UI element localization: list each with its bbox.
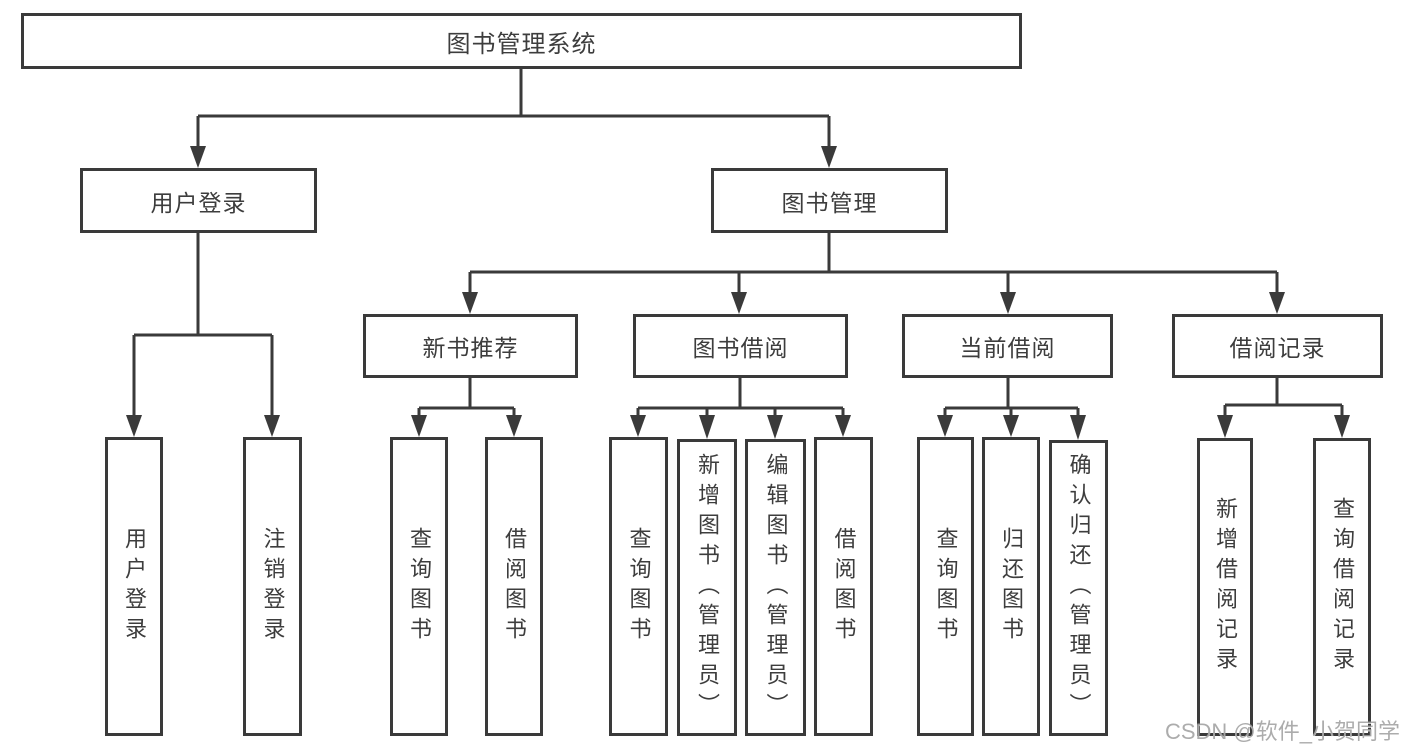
leaf-query-borrow-record-label: 查询借阅记录 bbox=[1330, 497, 1355, 677]
node-book-management-label: 图书管理 bbox=[781, 189, 878, 216]
leaf-query-books-current: 查询图书 bbox=[917, 437, 974, 736]
leaf-borrow-books-borrowing-label: 借阅图书 bbox=[831, 526, 857, 647]
leaf-query-books-current-label: 查询图书 bbox=[933, 526, 959, 647]
leaf-borrow-books-borrowing: 借阅图书 bbox=[814, 437, 873, 736]
node-current-borrowing-label: 当前借阅 bbox=[959, 335, 1056, 361]
node-new-book-recommend-label: 新书推荐 bbox=[422, 335, 519, 361]
node-user-login: 用户登录 bbox=[80, 168, 317, 233]
csdn-watermark: CSDN @软件_小贺同学 bbox=[1164, 719, 1400, 744]
node-current-borrowing: 当前借阅 bbox=[902, 314, 1113, 378]
leaf-return-books: 归还图书 bbox=[982, 437, 1040, 736]
leaf-confirm-return-admin: 确认归还（管理员） bbox=[1049, 440, 1108, 736]
node-borrowing-records-label: 借阅记录 bbox=[1229, 335, 1326, 361]
leaf-user-login-label: 用户登录 bbox=[122, 526, 147, 647]
leaf-query-borrow-record: 查询借阅记录 bbox=[1313, 438, 1371, 736]
leaf-logout: 注销登录 bbox=[243, 437, 302, 736]
node-new-book-recommend: 新书推荐 bbox=[363, 314, 578, 378]
node-book-management: 图书管理 bbox=[711, 168, 948, 233]
node-user-login-label: 用户登录 bbox=[150, 189, 247, 216]
leaf-edit-book-admin-label: 编辑图书（管理员） bbox=[763, 452, 789, 723]
leaf-add-borrow-record: 新增借阅记录 bbox=[1197, 438, 1253, 736]
leaf-add-book-admin-label: 新增图书（管理员） bbox=[695, 452, 720, 723]
node-borrowing-records: 借阅记录 bbox=[1172, 314, 1383, 378]
leaf-confirm-return-admin-label: 确认归还（管理员） bbox=[1066, 453, 1092, 723]
leaf-borrow-books-recommend: 借阅图书 bbox=[485, 437, 543, 736]
leaf-add-book-admin: 新增图书（管理员） bbox=[677, 439, 737, 736]
leaf-edit-book-admin: 编辑图书（管理员） bbox=[745, 439, 806, 736]
leaf-logout-label: 注销登录 bbox=[260, 526, 286, 647]
node-book-borrowing: 图书借阅 bbox=[633, 314, 848, 378]
node-root-label: 图书管理系统 bbox=[446, 30, 597, 58]
leaf-add-borrow-record-label: 新增借阅记录 bbox=[1213, 497, 1238, 677]
leaf-query-books-borrowing: 查询图书 bbox=[609, 437, 668, 736]
node-root: 图书管理系统 bbox=[21, 13, 1022, 69]
leaf-return-books-label: 归还图书 bbox=[999, 526, 1024, 647]
arrowheads bbox=[126, 146, 1350, 440]
leaf-borrow-books-recommend-label: 借阅图书 bbox=[502, 526, 527, 647]
leaf-query-books-recommend: 查询图书 bbox=[390, 437, 448, 736]
node-book-borrowing-label: 图书借阅 bbox=[692, 335, 789, 361]
leaf-user-login: 用户登录 bbox=[105, 437, 163, 736]
leaf-query-books-recommend-label: 查询图书 bbox=[407, 526, 432, 647]
leaf-query-books-borrowing-label: 查询图书 bbox=[626, 526, 652, 647]
